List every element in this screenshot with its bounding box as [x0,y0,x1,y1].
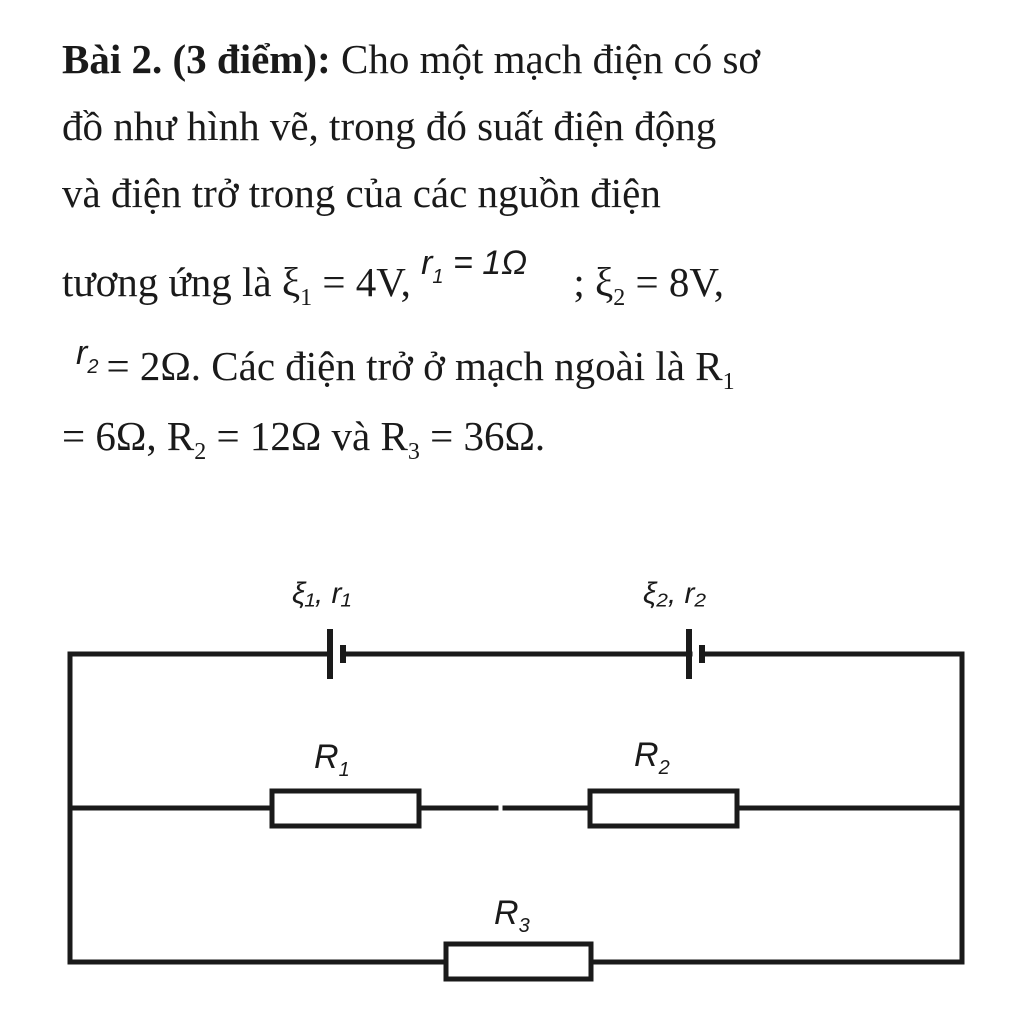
resistor-R3 [443,941,594,982]
r2-symbol: r [76,334,88,372]
R1-label: R1 [314,738,350,781]
r2-subscript: 2 [87,356,99,378]
R3-subscript-text: 3 [407,439,420,465]
resistor-R1 [269,788,422,829]
emf2-symbol: ξ [594,259,614,305]
resistor-R2 [587,788,740,829]
r1-formula: r1 = 1Ω [421,244,528,287]
R3-value-text: = 36Ω. [419,413,546,459]
R2-value-text: = 12Ω và R [206,413,408,459]
r1-symbol: r [421,244,433,282]
emf2-subscript: 2 [613,285,626,311]
R3-label-letter: R [494,894,519,932]
intro-text-4: tương ứng là [62,259,272,305]
r1-value: = 1Ω [443,244,528,282]
R2-subscript-text: 2 [194,439,207,465]
R1-subscript-text: 1 [722,369,735,395]
problem-line-5: r2= 2Ω. Các điện trở ở mạch ngoài là R1 [62,333,982,403]
R1-value-text: = 6Ω, R [62,413,195,459]
r2-formula: r2 [76,334,98,377]
problem-line-4: tương ứng là ξ1 = 4V, r1 = 1Ω ; ξ2 = 8V, [62,244,982,319]
source2-label: ξ₂, r₂ [643,577,707,610]
R2-label-sub: 2 [658,757,670,779]
intro-text-1: Cho một mạch điện có sơ [330,36,761,82]
separator: ; [573,259,595,305]
intro-text-2: đồ như hình vẽ, trong đó suất điện động [62,103,717,149]
R1-label-letter: R [314,738,339,776]
source1-label: ξ₁, r₁ [292,577,351,610]
problem-line-1: Bài 2. (3 điểm): Cho một mạch điện có sơ [62,26,982,93]
emf1-symbol: ξ [281,259,301,305]
r2-value: = 2Ω. Các điện trở ở mạch ngoài là R [106,343,723,389]
R3-label-sub: 3 [519,915,530,937]
r1-subscript: 1 [432,266,444,288]
problem-line-3: và điện trở trong của các nguồn điện [62,160,982,227]
R1-label-sub: 1 [339,759,350,781]
R2-label-letter: R [634,736,659,774]
R2-label: R2 [634,736,670,779]
problem-line-6: = 6Ω, R2 = 12Ω và R3 = 36Ω. [62,403,982,470]
problem-statement: Bài 2. (3 điểm): Cho một mạch điện có sơ… [62,26,982,470]
problem-line-2: đồ như hình vẽ, trong đó suất điện động [62,93,982,160]
intro-text-3: và điện trở trong của các nguồn điện [62,170,661,216]
emf1-subscript: 1 [300,285,313,311]
emf2-value: = 8V, [625,259,724,305]
problem-title: Bài 2. (3 điểm): [62,36,331,82]
R3-label: R3 [494,894,530,937]
emf1-value: = 4V, [312,259,422,305]
